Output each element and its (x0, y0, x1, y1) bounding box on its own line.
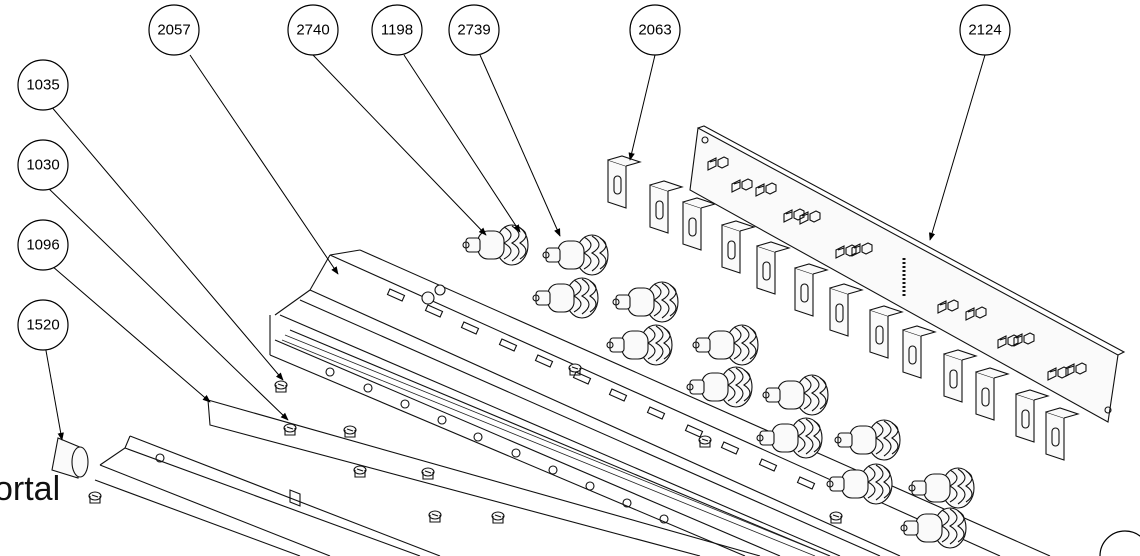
cover-plate (207, 399, 761, 556)
rail-slots (386, 288, 816, 490)
svg-text:1035: 1035 (26, 77, 59, 94)
partial-balloon (1099, 530, 1140, 556)
svg-text:2740: 2740 (296, 22, 329, 39)
svg-text:1096: 1096 (26, 237, 59, 254)
tube-1520 (51, 437, 89, 479)
svg-text:2124: 2124 (968, 22, 1001, 39)
rail-assembly (269, 249, 1051, 556)
balloon-2739: 2739 (448, 4, 500, 56)
screw (88, 491, 102, 504)
balloon-1520: 1520 (17, 299, 69, 351)
balloon-1030: 1030 (17, 139, 69, 191)
balloon-1198: 1198 (371, 4, 423, 56)
balloon-2124: 2124 (959, 4, 1011, 56)
svg-text:1030: 1030 (26, 157, 59, 174)
svg-text:2739: 2739 (457, 22, 490, 39)
svg-text:2063: 2063 (638, 22, 671, 39)
balloon-1035: 1035 (17, 59, 69, 111)
svg-text:1198: 1198 (381, 22, 413, 39)
svg-text:1520: 1520 (26, 317, 59, 334)
bottom-channel (94, 435, 441, 556)
balloon-2740: 2740 (287, 4, 339, 56)
overlay-text: ortal (0, 470, 61, 508)
balloon-2063: 2063 (629, 4, 681, 56)
pins (274, 284, 843, 524)
circuit-board (689, 125, 1126, 423)
leader-lines (44, 54, 986, 441)
rail-holes (325, 367, 669, 524)
svg-text:2057: 2057 (157, 22, 190, 39)
balloon-2057: 2057 (148, 4, 200, 56)
balloon-1096: 1096 (17, 219, 69, 271)
